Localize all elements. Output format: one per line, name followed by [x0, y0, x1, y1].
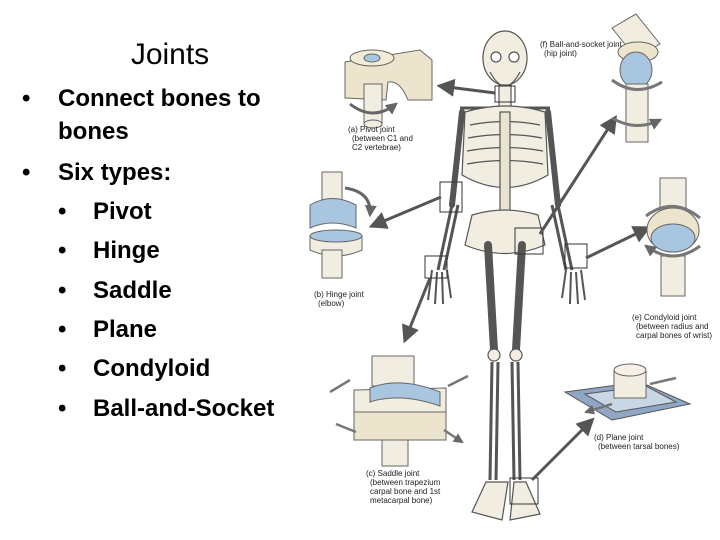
caption-condyloid-line2: (between radius and: [636, 322, 709, 331]
caption-hinge-line2: (elbow): [318, 299, 345, 308]
sub-bullet-marker: •: [58, 237, 67, 264]
plane-joint-model: [563, 363, 692, 420]
caption-plane-line1: (d) Plane joint: [594, 433, 644, 442]
leader-arrows: [368, 78, 652, 482]
caption-condyloid-line1: (e) Condyloid joint: [632, 313, 697, 322]
sub-bullet-marker: •: [58, 355, 67, 382]
caption-plane-line2: (between tarsal bones): [598, 442, 680, 451]
caption-ball-line2: (hip joint): [544, 49, 577, 58]
pivot-joint-model: [344, 49, 433, 129]
hinge-joint-model: [309, 171, 377, 279]
sub-bullet-marker: •: [58, 395, 67, 422]
caption-pivot-line1: (a) Pivot joint: [348, 125, 395, 134]
sub-bullet-ball-and-socket: Ball-and-Socket: [93, 395, 275, 422]
caption-pivot-line2: (between C1 and: [352, 134, 413, 143]
caption-hinge-line1: (b) Hinge joint: [314, 290, 364, 299]
sub-bullet-marker: •: [58, 277, 67, 304]
caption-saddle-line4: metacarpal bone): [370, 496, 433, 505]
sub-bullet-pivot: Pivot: [93, 198, 152, 225]
sub-bullet-marker: •: [58, 316, 67, 343]
bullet-marker: •: [22, 159, 31, 186]
caption-pivot-line3: C2 vertebrae): [352, 143, 401, 152]
sub-bullet-saddle: Saddle: [93, 277, 172, 304]
caption-saddle-line3: carpal bone and 1st: [370, 487, 441, 496]
skeleton: [427, 30, 586, 521]
ball-and-socket-joint-model: [611, 13, 662, 143]
sub-bullet-condyloid: Condyloid: [93, 355, 211, 382]
condyloid-joint-model: [646, 177, 701, 297]
sub-bullet-hinge: Hinge: [93, 237, 160, 264]
sub-bullet-plane: Plane: [93, 316, 158, 343]
caption-condyloid-line3: carpal bones of wrist): [636, 331, 713, 340]
slide-title: Joints: [130, 38, 210, 71]
caption-saddle-line1: (c) Saddle joint: [366, 469, 420, 478]
bullet-marker: •: [22, 85, 31, 112]
caption-saddle-line2: (between trapezium: [370, 478, 441, 487]
bullet-connect-line1: Connect bones to: [58, 85, 261, 112]
bullet-six-types: Six types:: [58, 159, 172, 186]
bullet-connect-line2: bones: [58, 118, 129, 145]
sub-bullet-marker: •: [58, 198, 67, 225]
caption-ball-line1: (f) Ball-and-socket joint: [540, 40, 622, 49]
saddle-joint-model: [329, 355, 468, 467]
